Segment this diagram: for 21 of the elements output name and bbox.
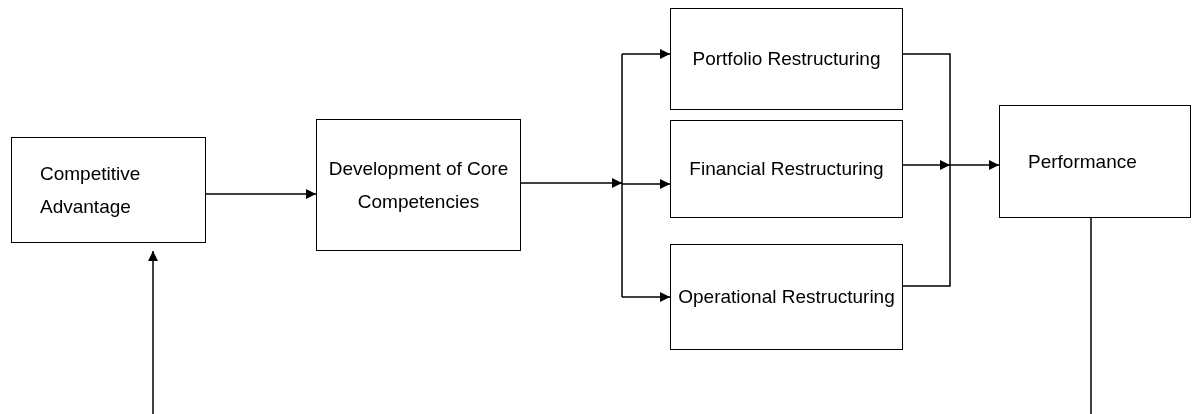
process-box	[999, 105, 1191, 218]
process-box	[11, 137, 206, 243]
box-label: Financial Restructuring	[688, 157, 885, 182]
connector-arrow	[621, 49, 671, 59]
box-label: Portfolio Restructuring	[691, 47, 882, 72]
connector-arrow	[148, 250, 158, 414]
connector-arrow	[205, 189, 317, 199]
box-label: Operational Restructuring	[677, 285, 896, 310]
box-label: Performance	[1028, 149, 1138, 174]
box-label: Competitive Advantage	[40, 161, 142, 219]
box-label: Development of Core Competencies	[327, 156, 510, 214]
process-box	[316, 119, 521, 251]
process-box	[670, 244, 903, 350]
connector-arrow	[621, 179, 671, 189]
connector-arrow	[902, 160, 951, 170]
connector-arrow	[949, 160, 1000, 170]
connector-line	[621, 53, 623, 298]
process-box	[670, 120, 903, 218]
connector-arrow	[621, 292, 671, 302]
process-box	[670, 8, 903, 110]
connector-arrow	[520, 178, 623, 188]
